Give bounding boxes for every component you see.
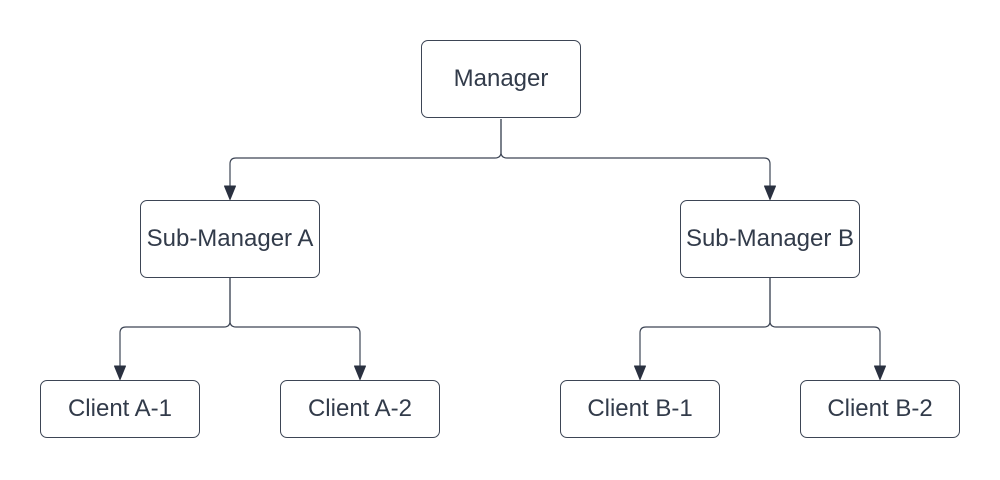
arrowhead-sub-manager-a [224,185,236,200]
arrowhead-sub-manager-b [764,185,776,200]
edge-manager-to-sub-manager-b [500,119,771,187]
node-client-b-1-label: Client B-1 [587,394,693,422]
edge-sub-manager-b-to-client-b-2 [769,278,881,367]
arrowhead-client-b-1 [634,365,646,380]
node-sub-manager-b-label: Sub-Manager B [685,224,855,252]
node-sub-manager-a-label: Sub-Manager A [146,224,314,252]
node-client-a-2: Client A-2 [280,380,440,438]
arrowhead-client-b-2 [874,365,886,380]
node-client-a-1-label: Client A-1 [67,394,173,422]
node-manager: Manager [421,40,581,118]
node-client-b-1: Client B-1 [560,380,720,438]
node-client-b-2-label: Client B-2 [827,394,933,422]
node-client-a-2-label: Client A-2 [307,394,413,422]
node-sub-manager-a: Sub-Manager A [140,200,320,278]
arrowhead-client-a-2 [354,365,366,380]
arrowhead-client-a-1 [114,365,126,380]
node-sub-manager-b: Sub-Manager B [680,200,860,278]
node-client-b-2: Client B-2 [800,380,960,438]
edge-sub-manager-a-to-client-a-2 [229,278,361,367]
node-manager-label: Manager [453,64,549,92]
edge-sub-manager-a-to-client-a-1 [119,278,231,367]
edge-manager-to-sub-manager-a [229,119,502,187]
edge-sub-manager-b-to-client-b-1 [639,278,771,367]
node-client-a-1: Client A-1 [40,380,200,438]
